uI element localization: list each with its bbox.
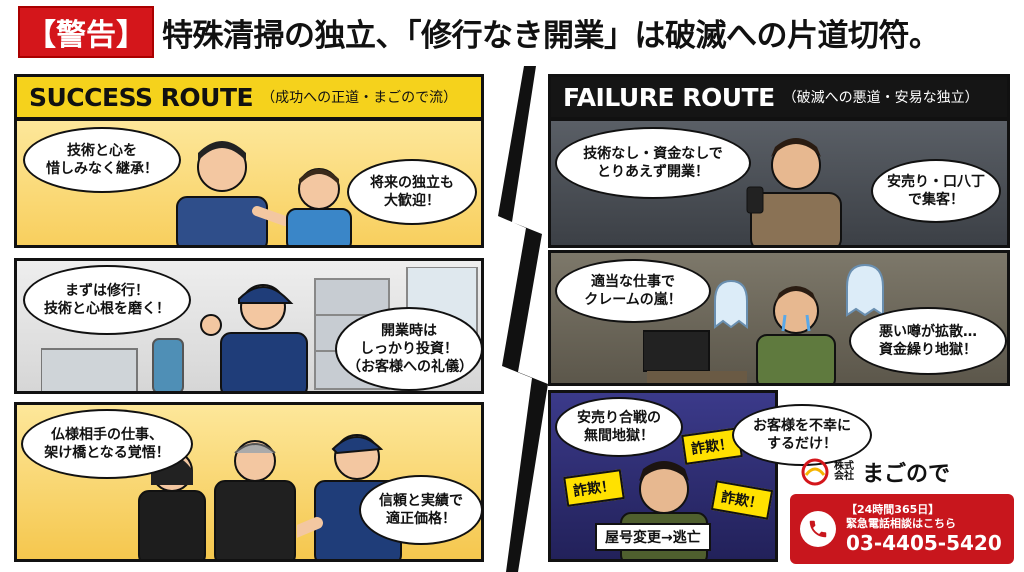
failure-panel-3-bubble-1: 安売り合戦の 無間地獄！ [555,397,683,457]
lightning-divider [498,66,548,572]
success-panel-3: 仏様相手の仕事、 架け橋となる覚悟！ 信頼と実績で 適正価格！ [14,402,484,562]
logo-name: まごので [862,462,951,487]
success-panel-1-bubble-1: 技術と心を 惜しみなく継承！ [23,127,181,193]
failure-panel-3-bubble-2: お客様を不幸に するだけ！ [732,404,872,466]
phone-icon [800,511,836,547]
equipment-icon [41,338,184,391]
success-panel-3-bubble-2: 信頼と実績で 適正価格！ [359,475,481,545]
emergency-call-button[interactable]: 【24時間365日】 緊急電話相談はこちら 03-4405-5420 [790,494,1014,564]
logo-prefix: 株式 会社 [834,460,854,482]
failure-panel-1-bubble-2: 安売り・口八丁 で集客！ [871,159,1001,223]
success-route-header: SUCCESS ROUTE （成功への正道・まごので流） [14,74,484,120]
ghost-icon [846,263,884,317]
messy-room-background [643,330,747,383]
failure-panel-2-bubble-2: 悪い噂が拡散… 資金繰り地獄！ [849,307,1007,375]
fraud-shout-3: 詐欺！ [710,480,774,520]
crying-man-figure [756,286,836,383]
success-panel-2: まずは修行！ 技術と心根を磨く！ 開業時は しっかり投資！ （お客様への礼儀） [14,258,484,394]
success-route-title: SUCCESS ROUTE [29,82,254,112]
failure-panel-3: 安売り合戦の 無間地獄！ 詐欺！ 詐欺！ 詐欺！ 屋号変更→逃亡 [548,390,778,562]
success-panel-2-bubble-1: まずは修行！ 技術と心根を磨く！ [23,265,191,335]
worker-figure [200,284,308,391]
cta-label: 緊急電話相談はこちら [846,517,956,530]
failure-route-header: FAILURE ROUTE （破滅への悪道・安易な独立） [548,74,1010,120]
failure-panel-2-bubble-1: 適当な仕事で クレームの嵐！ [555,259,711,323]
lazy-man-figure [746,138,842,245]
failure-route-title: FAILURE ROUTE [563,82,775,112]
success-panel-2-bubble-2: 開業時は しっかり投資！ （お客様への礼儀） [335,307,481,391]
cta-phone-number[interactable]: 03-4405-5420 [846,531,1002,556]
success-route-subtitle: （成功への正道・まごので流） [261,90,458,106]
logo-mark-icon [801,458,829,486]
success-panel-1-bubble-2: 将来の独立も 大歓迎！ [347,159,477,225]
headline-text: 特殊清掃の独立、「修行なき開業」は破滅への片道切符。 [162,17,940,54]
success-panel-3-bubble-1: 仏様相手の仕事、 架け橋となる覚悟！ [21,409,193,479]
mentor-figure [176,141,287,245]
apprentice-figure [286,168,352,245]
failure-panel-2: 適当な仕事で クレームの嵐！ 悪い噂が拡散… 資金繰り地獄！ [548,250,1010,386]
headline: 【警告】 特殊清掃の独立、「修行なき開業」は破滅への片道切符。 [0,0,1024,64]
success-panel-1: 技術と心を 惜しみなく継承！ 将来の独立も 大歓迎！ [14,118,484,248]
company-logo: 株式 会社 まごので [800,452,1010,492]
ghost-icon [714,279,748,329]
warning-label: 【警告】 [18,6,154,58]
failure-panel-1: 技術なし・資金なしで とりあえず開業！ 安売り・口八丁 で集客！ [548,118,1010,248]
failure-panel-1-bubble-1: 技術なし・資金なしで とりあえず開業！ [555,127,751,199]
failure-route-subtitle: （破滅への悪道・安易な独立） [782,90,979,106]
failure-caption: 屋号変更→逃亡 [595,523,711,551]
cta-hours: 【24時間365日】 [846,502,940,516]
